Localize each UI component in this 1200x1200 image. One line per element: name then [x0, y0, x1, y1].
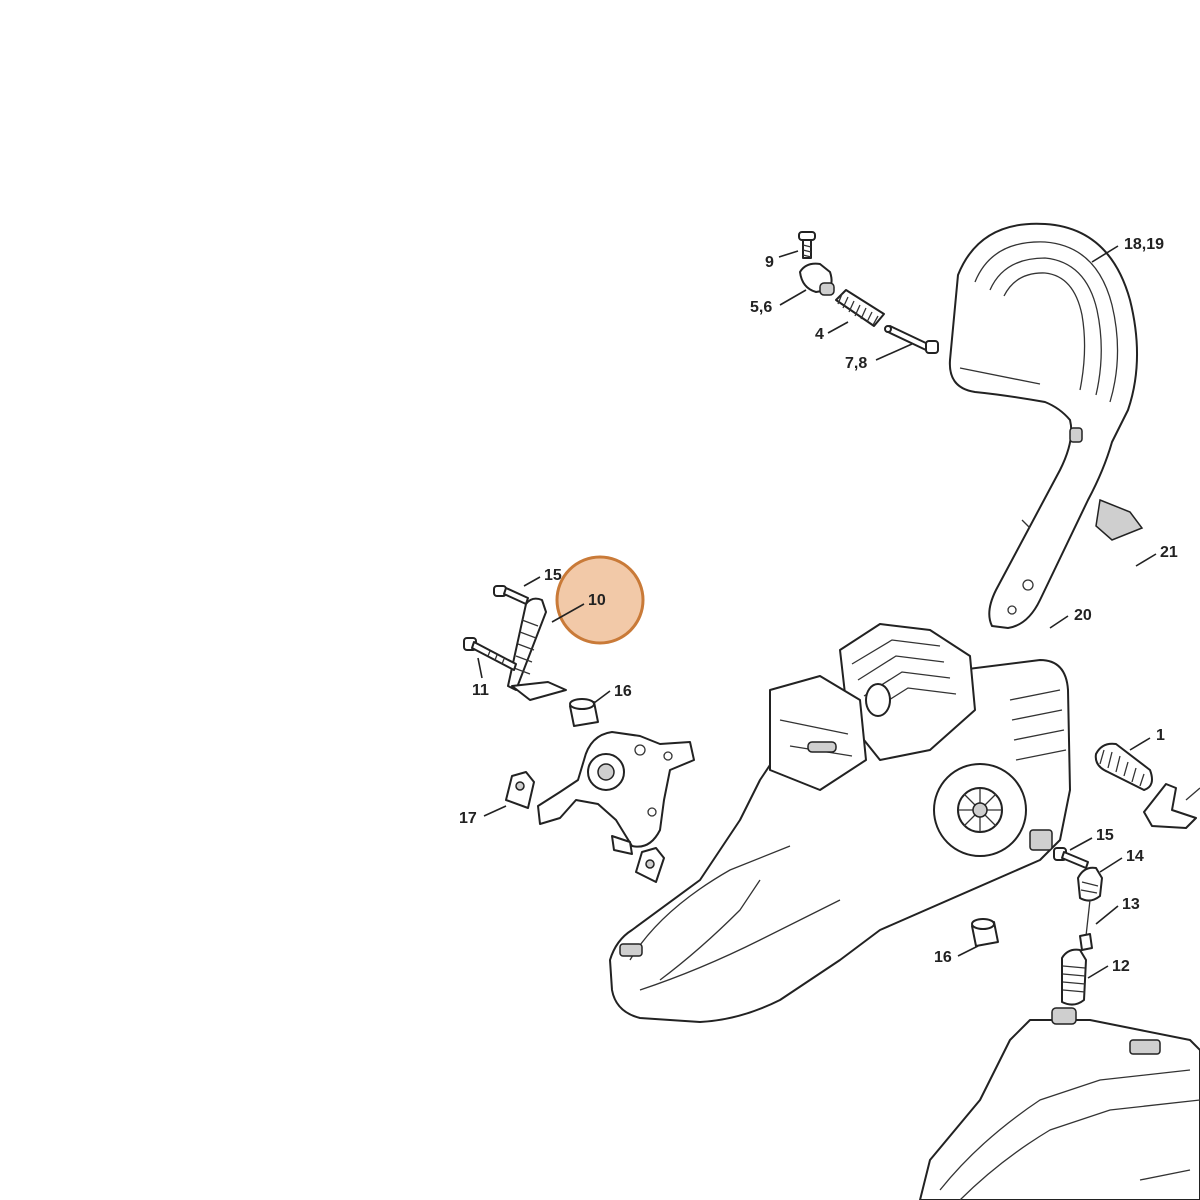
clamp-part[interactable] — [1077, 866, 1103, 902]
annular-buffer-part[interactable] — [1094, 742, 1153, 791]
highlight-circle[interactable] — [555, 555, 645, 645]
bracket-part[interactable] — [505, 771, 535, 809]
highlighted-callout-10[interactable]: 10 — [551, 555, 645, 645]
callout-21[interactable]: 21 — [1160, 544, 1178, 561]
callout-12[interactable]: 12 — [1112, 958, 1130, 975]
callout-18-19[interactable]: 18,19 — [1124, 236, 1164, 253]
callout-5-6[interactable]: 5,6 — [750, 299, 772, 316]
guide-wire-part[interactable] — [1079, 899, 1093, 951]
mount-assembly-part[interactable] — [537, 731, 695, 855]
callout-15[interactable]: 15 — [1096, 827, 1114, 844]
screw-part[interactable] — [798, 231, 816, 259]
callout-20[interactable]: 20 — [1074, 607, 1092, 624]
clamp-part[interactable] — [799, 262, 835, 296]
bolt-part[interactable] — [1053, 847, 1089, 869]
callout-4[interactable]: 4 — [815, 326, 824, 343]
callout-13[interactable]: 13 — [1122, 896, 1140, 913]
callout-10[interactable]: 10 — [588, 592, 606, 609]
handlebar-part[interactable] — [948, 222, 1144, 629]
callout-labels: 9 5,6 4 7,8 18,19 21 20 15 11 16 17 1 15… — [459, 236, 1178, 975]
callout-14[interactable]: 14 — [1126, 848, 1144, 865]
spring-part[interactable] — [835, 289, 885, 327]
annular-buffer-part[interactable] — [1061, 948, 1087, 1006]
callout-1[interactable]: 1 — [1156, 727, 1165, 744]
plug-part[interactable] — [971, 918, 999, 947]
plug-part[interactable] — [569, 698, 599, 727]
callout-9[interactable]: 9 — [765, 254, 774, 271]
engine-housing-part[interactable] — [609, 623, 1071, 1023]
bracket-part[interactable] — [1143, 783, 1200, 829]
callout-11[interactable]: 11 — [472, 682, 489, 699]
callout-17[interactable]: 17 — [459, 810, 477, 827]
bolt-part[interactable] — [463, 637, 517, 671]
bolt-part[interactable] — [884, 325, 939, 354]
bolt-part[interactable] — [493, 585, 529, 605]
bracket-part[interactable] — [635, 847, 665, 883]
callout-16[interactable]: 16 — [934, 949, 952, 966]
annular-buffer-part[interactable] — [507, 597, 567, 701]
leader-lines — [477, 245, 1157, 979]
callout-15[interactable]: 15 — [544, 567, 562, 584]
callout-7-8[interactable]: 7,8 — [845, 355, 867, 372]
engine-housing-part[interactable] — [919, 1007, 1200, 1200]
callout-16[interactable]: 16 — [614, 683, 632, 700]
